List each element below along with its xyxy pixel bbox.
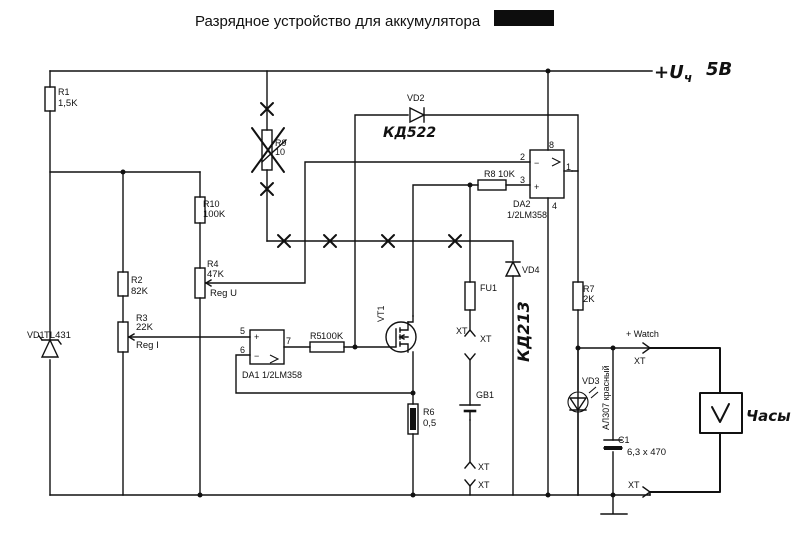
opamp-da2: − + 2 3 1 8 4 DA2 1/2LM358 xyxy=(507,140,573,220)
mosfet-vt1: VT1 xyxy=(376,305,417,353)
svg-text:TL431: TL431 xyxy=(44,330,71,341)
supply-plus-u: +U xyxy=(654,62,684,83)
resistor-r1: R1 1,5K xyxy=(44,86,78,112)
svg-text:XT: XT xyxy=(478,462,490,472)
svg-text:2K: 2K xyxy=(583,294,595,305)
removed-branch-crosses xyxy=(277,234,462,248)
svg-text:XT: XT xyxy=(634,356,646,366)
supply-voltage: 5В xyxy=(706,59,732,80)
zener-vd1: VD1 TL431 xyxy=(27,330,71,358)
svg-text:FU1: FU1 xyxy=(480,283,497,293)
junction-dots xyxy=(120,68,616,498)
svg-text:R7: R7 xyxy=(583,284,595,294)
title-text: Разрядное устройство для аккумулятора xyxy=(195,13,481,30)
svg-text:6,3 x 470: 6,3 x 470 xyxy=(627,447,666,458)
svg-text:R2: R2 xyxy=(131,275,143,285)
svg-text:XT: XT xyxy=(628,480,640,490)
redaction-block xyxy=(494,10,554,26)
svg-text:1,5K: 1,5K xyxy=(58,98,78,109)
svg-text:1/2LM358: 1/2LM358 xyxy=(262,370,302,380)
svg-text:100K: 100K xyxy=(321,331,344,342)
svg-text:КД213: КД213 xyxy=(514,301,533,362)
resistor-r10: R10 100K xyxy=(194,196,226,224)
svg-text:6: 6 xyxy=(240,345,245,355)
svg-text:10K: 10K xyxy=(498,169,516,180)
clock-device: Часы xyxy=(699,392,791,434)
resistor-r5: R5 100K xyxy=(309,331,345,353)
svg-text:XT: XT xyxy=(480,334,492,344)
svg-text:VD1: VD1 xyxy=(27,330,45,340)
supply-sub: ч xyxy=(684,71,692,85)
resistor-r2: R2 82K xyxy=(117,271,149,297)
svg-text:DA1: DA1 xyxy=(242,370,260,380)
svg-text:R5: R5 xyxy=(310,331,322,341)
svg-text:КД522: КД522 xyxy=(383,125,436,141)
svg-text:100K: 100K xyxy=(203,209,226,220)
svg-text:47K: 47K xyxy=(207,269,225,280)
supply-label: +U ч 5В xyxy=(654,59,732,85)
opamp-da1: + − 5 6 7 DA1 1/2LM358 xyxy=(240,326,302,380)
diode-vd2: VD2 КД522 xyxy=(383,93,436,141)
svg-text:R9: R9 xyxy=(275,138,287,148)
svg-text:−: − xyxy=(254,351,259,361)
svg-text:1: 1 xyxy=(566,162,571,172)
svg-text:3: 3 xyxy=(520,175,525,185)
svg-text:VT1: VT1 xyxy=(376,305,386,322)
svg-text:−: − xyxy=(534,158,539,168)
diagram-title: Разрядное устройство для аккумулятора xyxy=(195,10,554,30)
led-vd3: VD3 АЛ307 красный xyxy=(567,347,611,496)
diode-vd4: VD4 КД213 xyxy=(504,260,540,362)
svg-text:XT: XT xyxy=(456,326,468,336)
svg-text:АЛ307 красный: АЛ307 красный xyxy=(601,365,611,430)
svg-text:R10: R10 xyxy=(203,199,220,209)
svg-text:Часы: Часы xyxy=(746,407,791,425)
svg-text:+ Watch: + Watch xyxy=(626,329,659,339)
svg-text:1/2LM358: 1/2LM358 xyxy=(507,210,547,220)
svg-text:R1: R1 xyxy=(58,87,70,97)
wires xyxy=(49,70,721,515)
fuse-fu1: FU1 xyxy=(464,281,497,311)
potentiometer-r4: R4 47K Reg U xyxy=(194,259,237,299)
svg-text:Reg I: Reg I xyxy=(136,340,159,351)
svg-text:GB1: GB1 xyxy=(476,390,494,400)
svg-text:2: 2 xyxy=(520,152,525,162)
potentiometer-r3: R3 22K Reg I xyxy=(117,313,159,353)
svg-text:R3: R3 xyxy=(136,313,148,323)
svg-text:+: + xyxy=(534,182,539,192)
svg-text:5: 5 xyxy=(240,326,245,336)
resistor-r7: R7 2K xyxy=(572,281,595,311)
svg-text:8: 8 xyxy=(549,140,554,150)
svg-text:0,5: 0,5 xyxy=(423,418,436,429)
resistor-r6: R6 0,5 xyxy=(407,403,436,435)
svg-text:82K: 82K xyxy=(131,286,149,297)
svg-text:R4: R4 xyxy=(207,259,219,269)
watch-outputs: + Watch XT XT xyxy=(626,329,659,498)
svg-text:XT: XT xyxy=(478,480,490,490)
svg-text:VD4: VD4 xyxy=(522,265,540,275)
svg-text:22K: 22K xyxy=(136,322,154,333)
battery-connectors: XT XT XT XT xyxy=(456,326,492,496)
svg-text:R6: R6 xyxy=(423,407,435,417)
svg-text:4: 4 xyxy=(552,201,557,211)
svg-text:7: 7 xyxy=(286,336,291,346)
svg-text:R8: R8 xyxy=(484,169,496,179)
svg-text:Reg U: Reg U xyxy=(210,288,237,299)
resistor-r8: R8 10K xyxy=(477,169,516,191)
svg-text:10: 10 xyxy=(275,147,285,157)
battery-gb1: GB1 xyxy=(459,390,494,421)
svg-text:VD2: VD2 xyxy=(407,93,425,103)
svg-text:+: + xyxy=(254,332,259,342)
svg-text:VD3: VD3 xyxy=(582,376,600,386)
svg-text:DA2: DA2 xyxy=(513,199,531,209)
capacitor-c1: C1 6,3 x 470 xyxy=(603,435,666,458)
svg-text:C1: C1 xyxy=(618,435,630,445)
resistor-r9-removed: R9 10 xyxy=(251,102,287,196)
